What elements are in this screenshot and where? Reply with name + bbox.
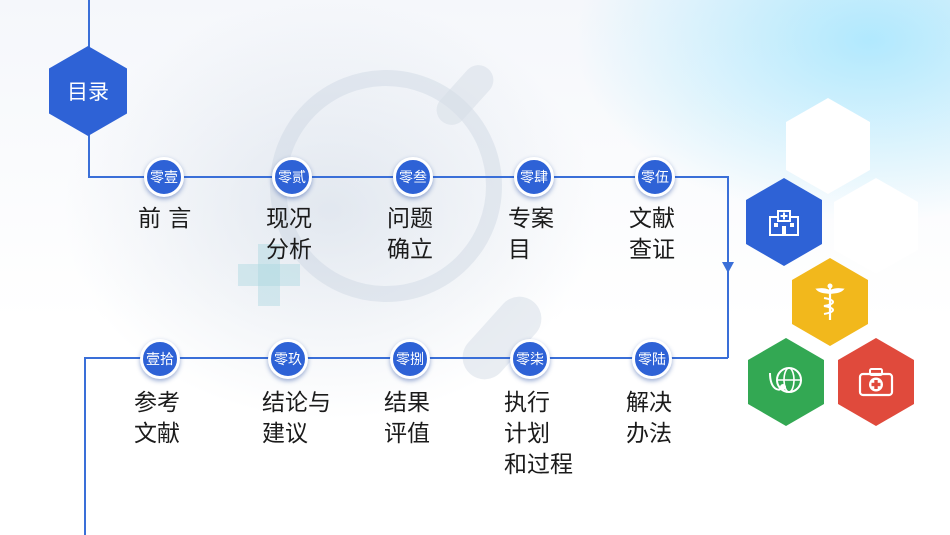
section-number-badge: 零陆	[632, 339, 672, 379]
white-hexagon	[786, 98, 870, 194]
section-number-badge: 零肆	[514, 157, 554, 197]
section-number: 零陆	[638, 352, 666, 368]
caduceus-hexagon	[792, 258, 868, 346]
section-label[interactable]: 文献 查证	[629, 206, 675, 263]
section-number: 零柒	[516, 352, 544, 368]
white-hexagon	[786, 418, 870, 514]
medical-cross-watermark	[258, 244, 280, 306]
down-arrow-icon	[722, 262, 734, 273]
section-number-badge: 零伍	[635, 157, 675, 197]
section-number-badge: 壹拾	[140, 339, 180, 379]
hospital-icon	[769, 210, 799, 236]
first-aid-kit-icon	[858, 368, 894, 397]
hospital-hexagon	[746, 178, 822, 266]
section-number: 零贰	[278, 170, 306, 186]
timeline-vertical-1	[88, 134, 90, 176]
section-label[interactable]: 现况 分析	[266, 206, 312, 263]
section-label[interactable]: 参考 文献	[134, 390, 180, 447]
section-number-badge: 零捌	[390, 339, 430, 379]
page-title: 目录	[67, 80, 109, 104]
globe-stethoscope-icon	[769, 367, 802, 393]
section-number-badge: 零叁	[393, 157, 433, 197]
timeline-bottom-vertical	[84, 357, 86, 535]
section-label[interactable]: 执行 计划 和过程	[504, 390, 573, 478]
white-hexagon	[834, 178, 918, 274]
section-number-badge: 零柒	[510, 339, 550, 379]
caduceus-icon	[815, 283, 845, 320]
section-number: 零捌	[396, 352, 424, 368]
section-number: 零壹	[150, 170, 178, 186]
section-number-badge: 零玖	[268, 339, 308, 379]
section-label[interactable]: 结论与 建议	[262, 390, 331, 447]
section-number-badge: 零贰	[272, 157, 312, 197]
section-number: 壹拾	[146, 352, 174, 368]
toc-title-hexagon: 目录	[49, 46, 127, 136]
section-label[interactable]: 解决 办法	[626, 390, 672, 447]
medical-cross-watermark-bar	[238, 264, 300, 286]
section-label[interactable]: 问题 确立	[387, 206, 433, 263]
section-number: 零叁	[399, 170, 427, 186]
first-aid-hexagon	[838, 338, 914, 426]
section-number: 零肆	[520, 170, 548, 186]
section-number: 零伍	[641, 170, 669, 186]
section-label[interactable]: 结果 评值	[384, 390, 430, 447]
section-label[interactable]: 前 言	[138, 206, 192, 232]
section-number: 零玖	[274, 352, 302, 368]
timeline-top-vertical	[88, 0, 90, 50]
section-number-badge: 零壹	[144, 157, 184, 197]
globe-hexagon	[748, 338, 824, 426]
section-label[interactable]: 专案 目	[508, 206, 554, 263]
